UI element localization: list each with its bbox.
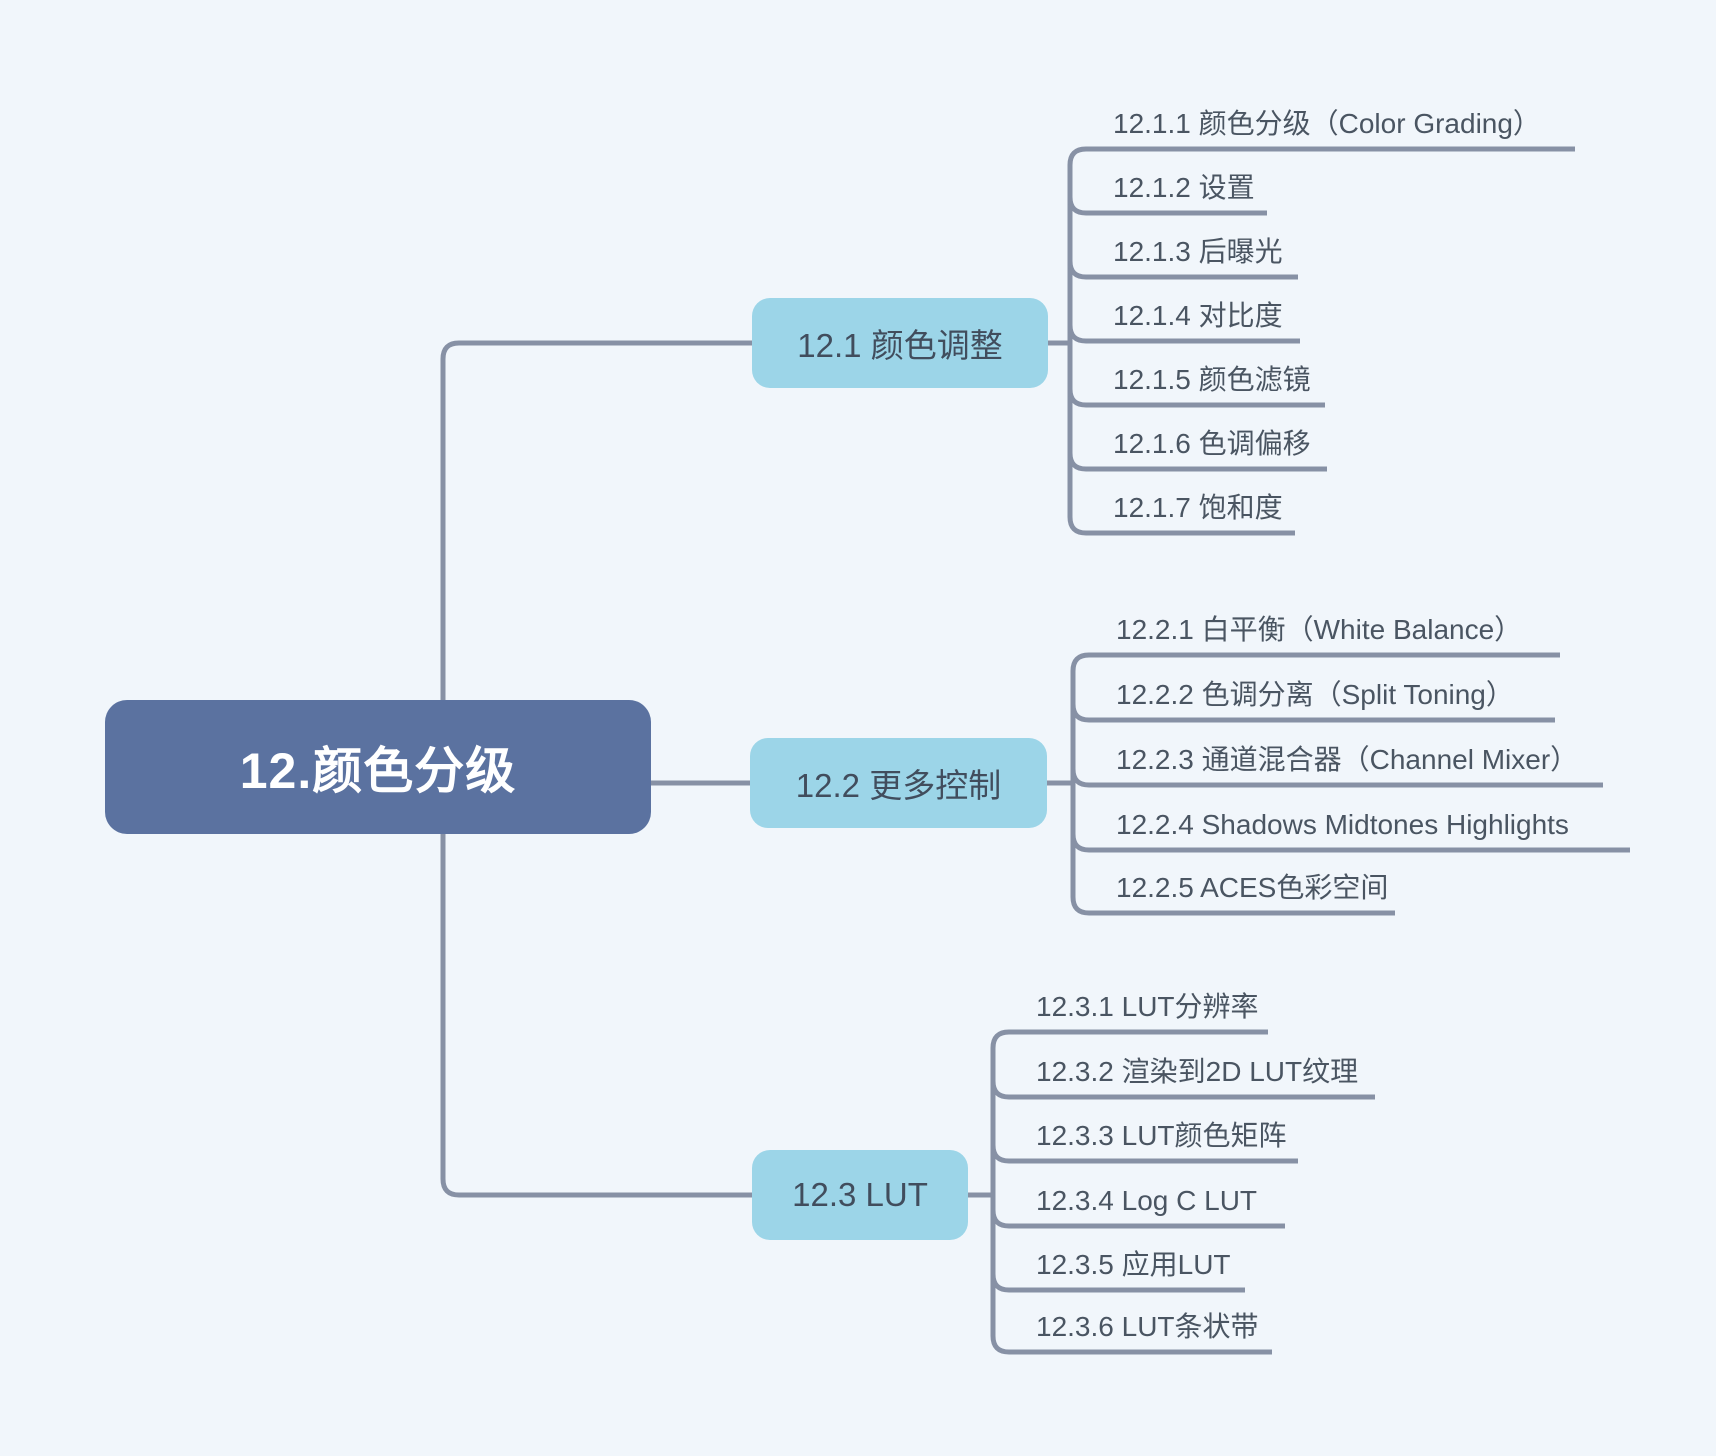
connector-root-to-branch-12-1: [440, 340, 752, 700]
child-topic-12-3-3[interactable]: 12.3.3 LUT颜色矩阵: [1036, 1120, 1287, 1151]
branch-node-12-1[interactable]: 12.1 颜色调整: [752, 298, 1048, 388]
child-topic-12-3-1[interactable]: 12.3.1 LUT分辨率: [1036, 991, 1259, 1022]
child-topic-12-2-3[interactable]: 12.2.3 通道混合器（Channel Mixer）: [1116, 744, 1579, 775]
child-topic-12-2-4[interactable]: 12.2.4 Shadows Midtones Highlights: [1116, 809, 1569, 840]
branch-node-12-2[interactable]: 12.2 更多控制: [750, 738, 1047, 828]
child-topic-12-1-2[interactable]: 12.1.2 设置: [1113, 172, 1255, 203]
child-topic-12-1-1[interactable]: 12.1.1 颜色分级（Color Grading）: [1113, 108, 1541, 139]
child-topic-12-1-7[interactable]: 12.1.7 饱和度: [1113, 492, 1283, 523]
root-node[interactable]: 12.颜色分级: [105, 700, 651, 834]
connector-root-to-branch-12-3: [440, 834, 752, 1198]
child-topic-12-1-6[interactable]: 12.1.6 色调偏移: [1113, 428, 1311, 459]
child-topic-12-3-5[interactable]: 12.3.5 应用LUT: [1036, 1249, 1231, 1280]
child-topic-12-3-4[interactable]: 12.3.4 Log C LUT: [1036, 1185, 1258, 1216]
child-topic-12-1-5[interactable]: 12.1.5 颜色滤镜: [1113, 364, 1311, 395]
child-topic-12-3-6[interactable]: 12.3.6 LUT条状带: [1036, 1311, 1259, 1342]
branch-node-12-3[interactable]: 12.3 LUT: [752, 1150, 968, 1240]
child-topic-12-2-1[interactable]: 12.2.1 白平衡（White Balance）: [1116, 614, 1523, 645]
child-topic-12-2-5[interactable]: 12.2.5 ACES色彩空间: [1116, 872, 1389, 903]
child-topic-12-2-2[interactable]: 12.2.2 色调分离（Split Toning）: [1116, 679, 1514, 710]
child-topic-12-1-3[interactable]: 12.1.3 后曝光: [1113, 236, 1283, 267]
child-topic-12-1-4[interactable]: 12.1.4 对比度: [1113, 300, 1283, 331]
child-topic-12-3-2[interactable]: 12.3.2 渲染到2D LUT纹理: [1036, 1056, 1359, 1087]
